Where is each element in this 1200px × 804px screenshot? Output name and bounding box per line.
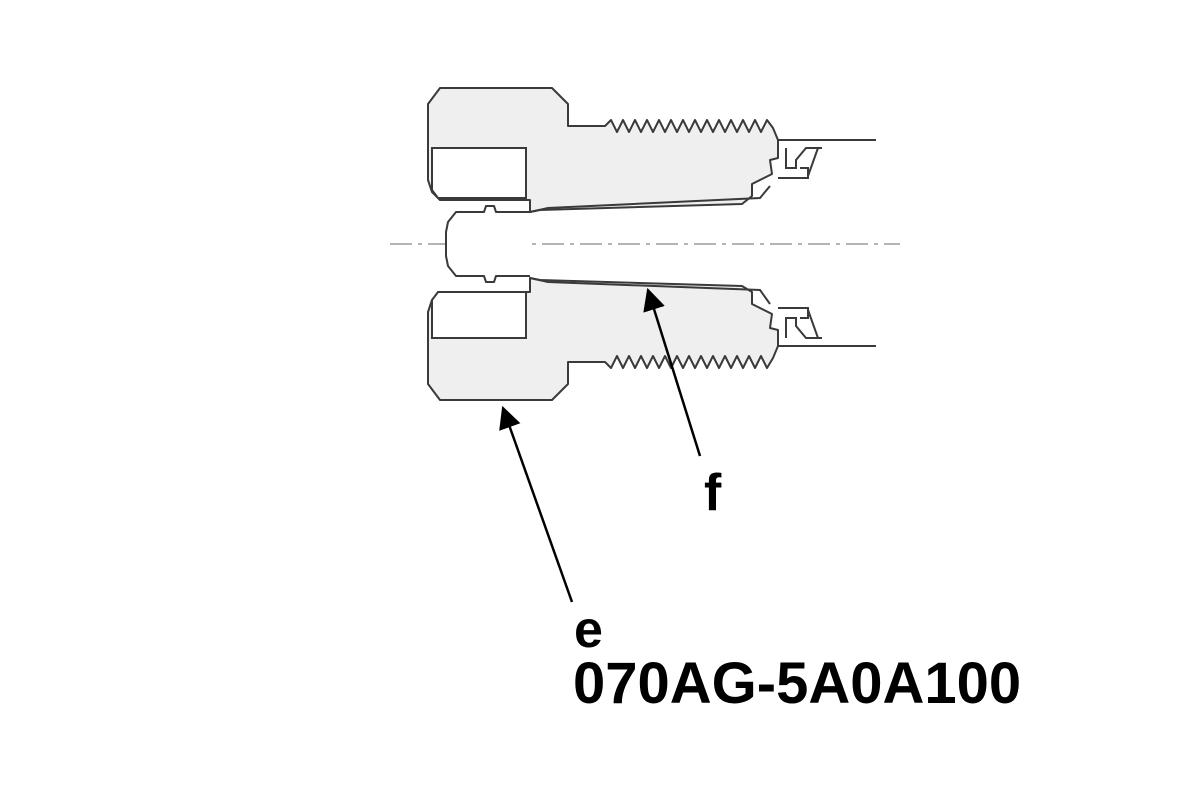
lower-hex-pocket (431, 291, 527, 339)
upper-hex-pocket (431, 147, 527, 199)
callout-label-f: f (704, 464, 722, 522)
lower-bore-line (529, 277, 771, 305)
callout-label-e: e (574, 601, 603, 659)
arrow-e (499, 405, 574, 603)
upper-bore-line (529, 185, 771, 213)
tube-end (445, 205, 530, 283)
lower-mating-part (778, 307, 876, 347)
arrow-f (643, 287, 702, 457)
part-number-label: 070AG-5A0A100 (573, 651, 1022, 716)
upper-mating-part (778, 139, 876, 179)
